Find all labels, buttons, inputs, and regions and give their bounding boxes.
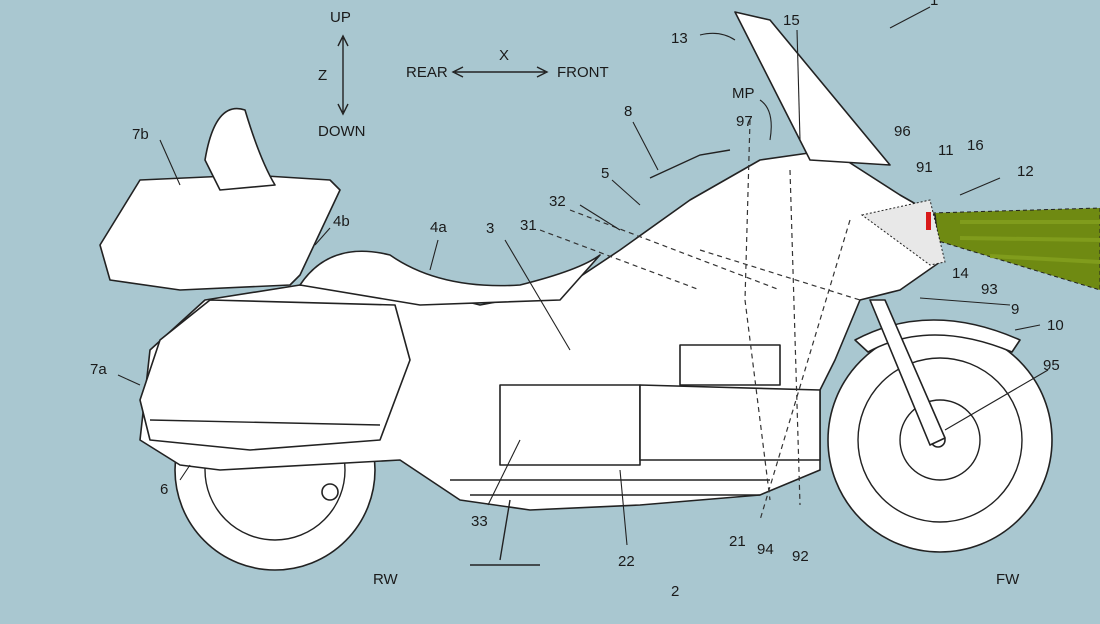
ref-32: 32	[549, 193, 566, 210]
lamp-unit	[926, 212, 931, 230]
reference-numerals: 1 13 15 MP 97 8 96 11 16 91 12 5 32 31 3…	[90, 0, 1064, 600]
windscreen	[734, 11, 891, 166]
headlight	[860, 199, 946, 266]
ref-3: 3	[486, 220, 494, 237]
axis-up: UP	[330, 9, 351, 26]
front-fork	[869, 299, 946, 446]
ref-1: 1	[930, 0, 938, 9]
ref-15: 15	[783, 12, 800, 29]
ref-14: 14	[952, 265, 969, 282]
ref-93: 93	[981, 281, 998, 298]
ref-4a: 4a	[430, 219, 447, 236]
backrest	[204, 107, 276, 191]
beam-stripes	[959, 220, 1100, 264]
ref-21: 21	[729, 533, 746, 550]
leader-lines	[117, 6, 1049, 546]
ref-fw: FW	[996, 571, 1020, 588]
exhaust-lines	[450, 479, 770, 496]
headlight-beam	[931, 207, 1100, 291]
ref-10: 10	[1047, 317, 1064, 334]
ref-97: 97	[736, 113, 753, 130]
ref-96: 96	[894, 123, 911, 140]
saddlebag-line	[149, 419, 381, 426]
ref-8: 8	[624, 103, 632, 120]
engine-case	[639, 384, 821, 461]
ref-22: 22	[618, 553, 635, 570]
engine-block	[499, 384, 641, 466]
ref-91: 91	[916, 159, 933, 176]
ref-94: 94	[757, 541, 774, 558]
engine-head	[679, 344, 781, 386]
axis-down: DOWN	[318, 123, 366, 140]
internal-lines	[539, 119, 861, 521]
top-case	[99, 174, 341, 291]
seat	[299, 250, 601, 306]
ref-7b: 7b	[132, 126, 149, 143]
handlebar	[649, 149, 731, 179]
axis-x: X	[499, 47, 509, 64]
ref-33: 33	[471, 513, 488, 530]
ref-2: 2	[671, 583, 679, 600]
ref-7a: 7a	[90, 361, 107, 378]
axis-rear: REAR	[406, 64, 448, 81]
side-stand	[470, 499, 540, 566]
ref-4b: 4b	[333, 213, 350, 230]
ref-6: 6	[160, 481, 168, 498]
ref-5: 5	[601, 165, 609, 182]
ref-11: 11	[938, 142, 954, 159]
ref-9: 9	[1011, 301, 1019, 318]
ref-mp: MP	[732, 85, 755, 102]
axis-labels: UP Z DOWN X REAR FRONT	[318, 9, 609, 140]
ref-92: 92	[792, 548, 809, 565]
saddlebag	[139, 299, 411, 451]
axis-z: Z	[318, 67, 327, 84]
ref-31: 31	[520, 217, 537, 234]
axis-front: FRONT	[557, 64, 609, 81]
axis-indicator	[337, 34, 549, 116]
ref-95: 95	[1043, 357, 1060, 374]
ref-16: 16	[967, 137, 984, 154]
ref-12: 12	[1017, 163, 1034, 180]
ref-13: 13	[671, 30, 688, 47]
ref-rw: RW	[373, 571, 399, 588]
